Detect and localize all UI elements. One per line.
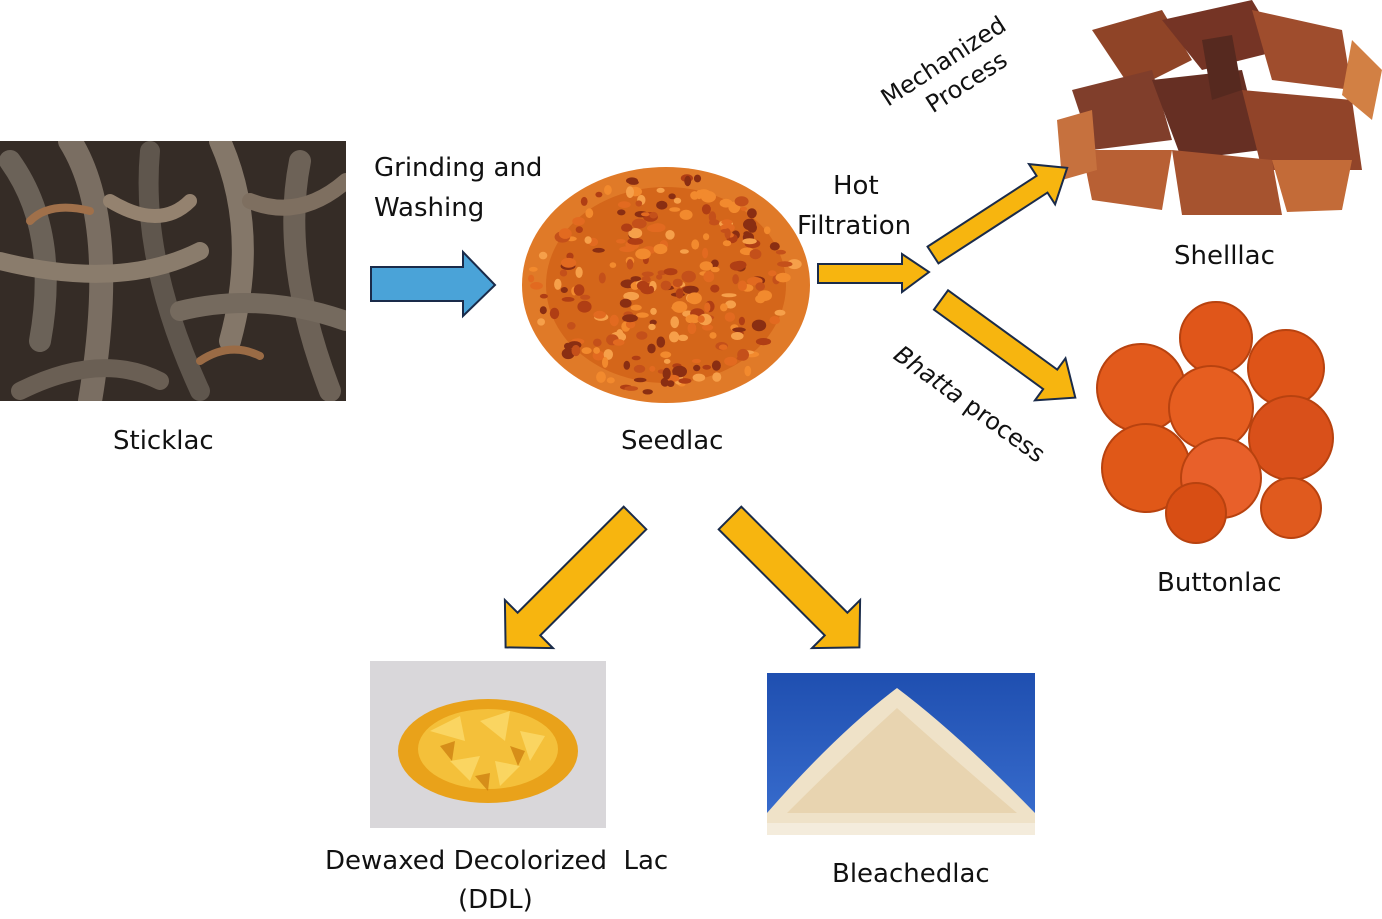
ddl-image xyxy=(370,661,606,828)
label-bleachedlac: Bleachedlac xyxy=(832,859,990,889)
arrow-bhatta xyxy=(932,288,1077,402)
arrow-hot-filtration xyxy=(817,252,931,294)
sticklac-image xyxy=(0,141,346,401)
label-sticklac: Sticklac xyxy=(113,426,214,456)
arrow-to-bleachedlac xyxy=(717,505,862,650)
arrow-grinding xyxy=(370,249,497,319)
bleachedlac-image xyxy=(767,673,1035,835)
arrow-mechanized xyxy=(926,162,1069,265)
shelllac-image xyxy=(1052,0,1382,222)
buttonlac-image xyxy=(1086,298,1342,544)
arrow-to-ddl xyxy=(503,505,648,650)
seedlac-image xyxy=(518,160,814,410)
label-buttonlac: Buttonlac xyxy=(1157,568,1282,598)
label-shelllac: Shelllac xyxy=(1174,241,1275,271)
step-grinding-line1: Grinding and xyxy=(374,153,543,183)
label-ddl-line1: Dewaxed Decolorized Lac xyxy=(325,846,669,876)
step-hot: Hot xyxy=(833,171,879,201)
step-grinding-line2: Washing xyxy=(374,193,485,223)
label-ddl-line2: (DDL) xyxy=(458,885,533,915)
label-seedlac: Seedlac xyxy=(621,426,724,456)
step-filtration: Filtration xyxy=(797,211,912,241)
